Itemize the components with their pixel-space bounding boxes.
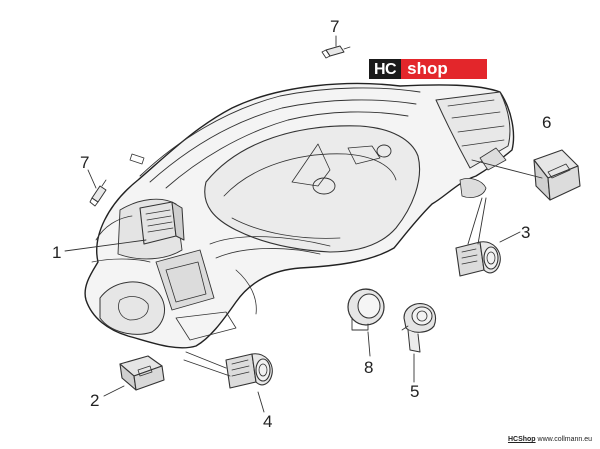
dashboard-housing [84,82,515,349]
callout-labels: 1 2 3 4 5 6 7 7 8 [52,17,551,431]
part-8-ring [347,288,385,331]
callout-7-top: 7 [330,17,339,36]
leader-lines [64,35,543,413]
part-1-switch [139,201,185,245]
part-3-socket [455,241,501,277]
callout-6: 6 [542,113,551,132]
watermark: HCShop www.collmann.eu [508,436,592,443]
callout-8: 8 [364,358,373,377]
watermark-brand: HCShop [507,436,536,443]
callout-1: 1 [52,243,61,262]
part-7-bulb-top [321,45,351,59]
part-4-socket [225,353,273,389]
callout-3: 3 [521,223,530,242]
logo-shop: shop [407,59,448,78]
callout-2: 2 [90,391,99,410]
callout-4: 4 [263,412,272,431]
part-2-switch [119,355,165,391]
part-7-bulb-left [89,179,107,207]
part-6-cover [533,149,581,201]
watermark-url: www.collmann.eu [537,436,592,443]
callout-5: 5 [410,382,419,401]
part-5-holder [401,303,437,353]
logo-hc: HC [369,59,402,79]
hcshop-logo: HC shop [369,59,487,79]
callout-7-left: 7 [80,153,89,172]
